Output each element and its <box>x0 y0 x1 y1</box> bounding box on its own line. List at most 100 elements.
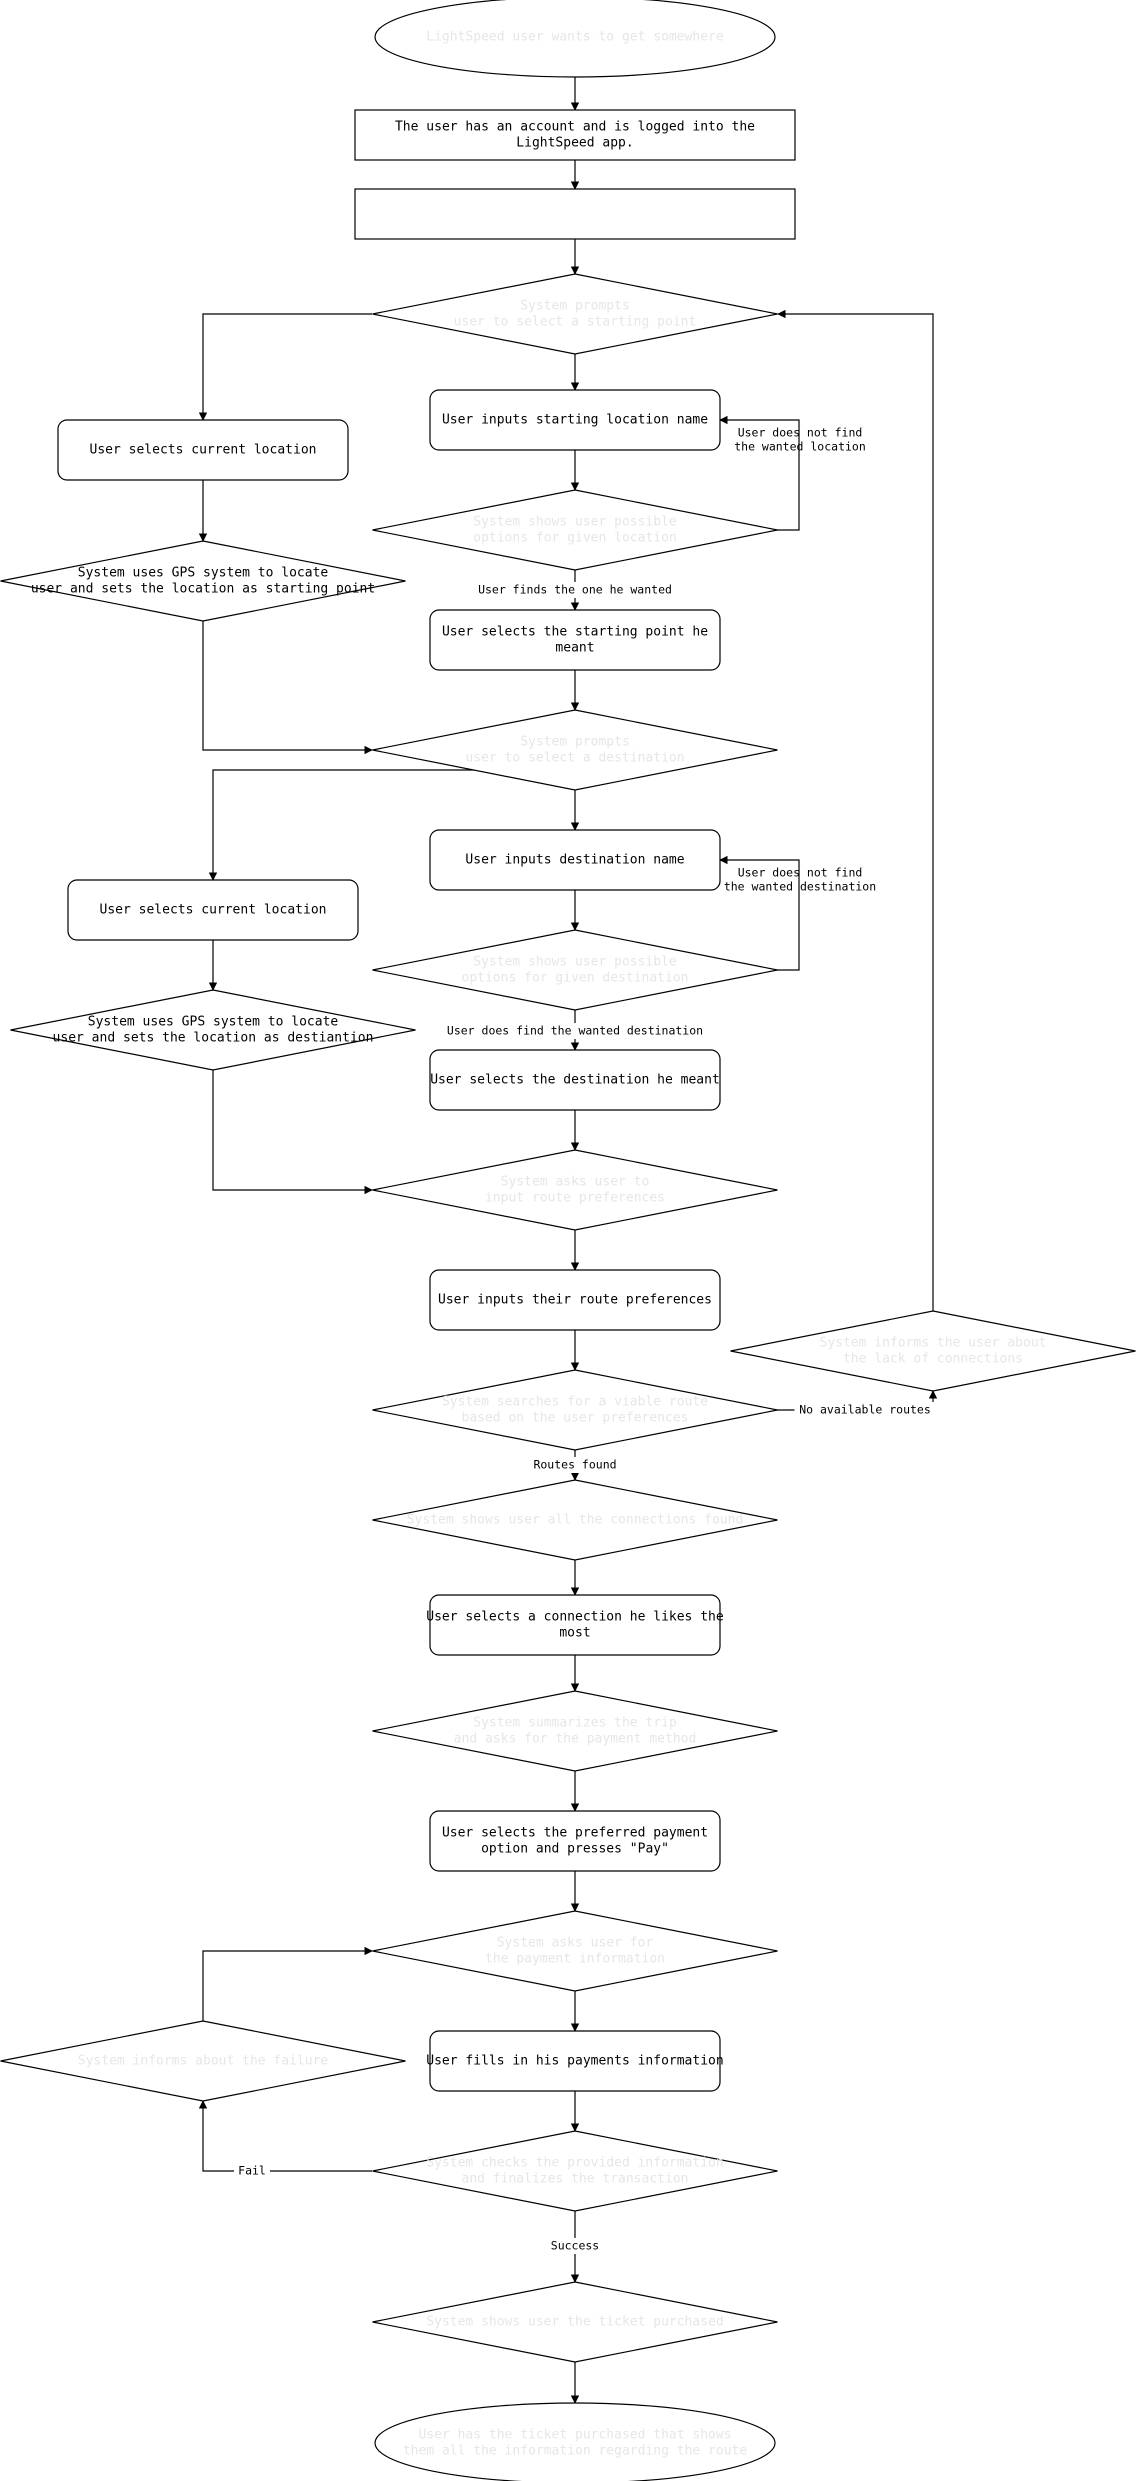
node-end: User has the ticket purchased that shows… <box>374 2402 776 2481</box>
node-label: System shows user all the connections fo… <box>407 1513 744 1528</box>
node-shape <box>67 879 359 941</box>
edge-label-text: Routes found <box>533 1458 616 1472</box>
node-shape <box>374 0 776 78</box>
node-label: User fills in his payments information <box>426 2054 723 2069</box>
flow-edge-30 <box>198 2100 372 2172</box>
node-label: based on the user preferences <box>462 1411 689 1426</box>
node-label: User selects the starting point he <box>442 625 708 640</box>
node-label: the payment information <box>485 1952 665 1967</box>
node-label: User inputs starting location name <box>442 413 708 428</box>
node-label: System shows user possible <box>473 515 677 530</box>
node-verify-payment: System checks the provided informationan… <box>372 2130 778 2212</box>
node-shape <box>10 989 416 1071</box>
flow-edge-22 <box>777 309 934 1311</box>
node-label: System checks the provided information <box>426 2156 723 2171</box>
node-label: and finalizes the transaction <box>462 2172 689 2187</box>
node-input-start: User inputs starting location name <box>429 389 721 451</box>
node-shape <box>429 2030 721 2092</box>
node-label: user and sets the location as destiantio… <box>53 1031 374 1046</box>
node-label: System uses GPS system to locate <box>88 1015 339 1030</box>
node-label: System prompts <box>520 735 630 750</box>
node-label: user to select a destination <box>465 751 684 766</box>
node-label: User inputs destination name <box>465 853 684 868</box>
node-label: input route preferences <box>485 1191 665 1206</box>
node-label: User selects current location <box>100 903 327 918</box>
flow-edge-31 <box>202 1946 373 2021</box>
node-label: User selects current location <box>90 443 317 458</box>
node-select-connection: User selects a connection he likes themo… <box>426 1594 724 1656</box>
node-label: System shows user possible <box>473 955 677 970</box>
node-shape <box>372 2130 778 2212</box>
edge-label-text: Fail <box>238 2164 266 2178</box>
node-shape <box>57 419 349 481</box>
node-search-routes: System searches for a viable routebased … <box>372 1369 778 1451</box>
node-input-dest: User inputs destination name <box>429 829 721 891</box>
node-label: options for given destination <box>462 971 689 986</box>
node-label: System summarizes the trip <box>473 1716 677 1731</box>
node-label: most <box>559 1626 590 1641</box>
flow-edge-14 <box>719 855 800 971</box>
node-label: User selects the preferred payment <box>442 1826 708 1841</box>
edge-label-text: the wanted location <box>734 440 866 454</box>
node-label: options for given location <box>473 531 677 546</box>
node-shape <box>354 188 796 240</box>
node-shape <box>372 709 778 791</box>
node-select-dest: User selects the destination he meant <box>429 1049 721 1111</box>
edge-label-no_routes: No available routes <box>794 1402 936 1418</box>
node-start: LightSpeed user wants to get somewhere <box>374 0 776 78</box>
node-show-connections: System shows user all the connections fo… <box>372 1479 778 1561</box>
node-shape <box>429 609 721 671</box>
node-shape <box>0 540 406 622</box>
flow-edge-9 <box>202 621 373 755</box>
node-shape <box>372 273 778 355</box>
node-current-loc-1: User selects current location <box>57 419 349 481</box>
node-shape <box>429 1269 721 1331</box>
node-shape <box>429 1810 721 1872</box>
node-current-loc-2: User selects current location <box>67 879 359 941</box>
node-label: The user has an account and is logged in… <box>395 120 755 135</box>
node-label: User selects a connection he likes the <box>426 1610 724 1625</box>
node-shape <box>372 929 778 1011</box>
edge-label-text: User finds the one he wanted <box>478 583 672 597</box>
node-label: System uses GPS system to locate <box>78 566 329 581</box>
edge-label-text: User does not find <box>738 426 863 440</box>
node-shape <box>372 1369 778 1451</box>
node-label: User has the ticket purchased that shows <box>418 2428 731 2443</box>
node-label: System asks user for <box>497 1936 654 1951</box>
flow-edge-17 <box>212 1070 373 1195</box>
node-shape <box>429 389 721 451</box>
edge-label-text: User does find the wanted destination <box>447 1024 703 1038</box>
node-label: the lack of connections <box>843 1352 1023 1367</box>
node-label: them all the information regarding the r… <box>403 2444 748 2459</box>
edge-label-text: Success <box>551 2239 599 2253</box>
node-label: System informs about the failure <box>78 2054 329 2069</box>
node-input-prefs: User inputs their route preferences <box>429 1269 721 1331</box>
node-label: and asks for the payment method <box>454 1732 697 1747</box>
flow-edge-6 <box>719 415 800 531</box>
edge-label-text: No available routes <box>799 1403 931 1417</box>
edge-label-fail: Fail <box>234 2163 270 2179</box>
node-blank-step <box>354 188 796 240</box>
node-shape <box>372 1149 778 1231</box>
node-label: LightSpeed user wants to get somewhere <box>426 30 724 45</box>
node-shape <box>0 2020 406 2102</box>
node-label: meant <box>555 641 594 656</box>
node-precondition: The user has an account and is logged in… <box>354 109 796 161</box>
edge-label-text: User does not find <box>738 866 863 880</box>
node-shape <box>374 2402 776 2481</box>
node-label: option and presses "Pay" <box>481 1842 669 1857</box>
edge-label-found_dest: User does find the wanted destination <box>441 1023 709 1039</box>
edge-label-text: the wanted destination <box>724 880 876 894</box>
node-label: user and sets the location as starting p… <box>31 582 375 597</box>
node-shape <box>372 2281 778 2363</box>
node-label: User inputs their route preferences <box>438 1293 712 1308</box>
